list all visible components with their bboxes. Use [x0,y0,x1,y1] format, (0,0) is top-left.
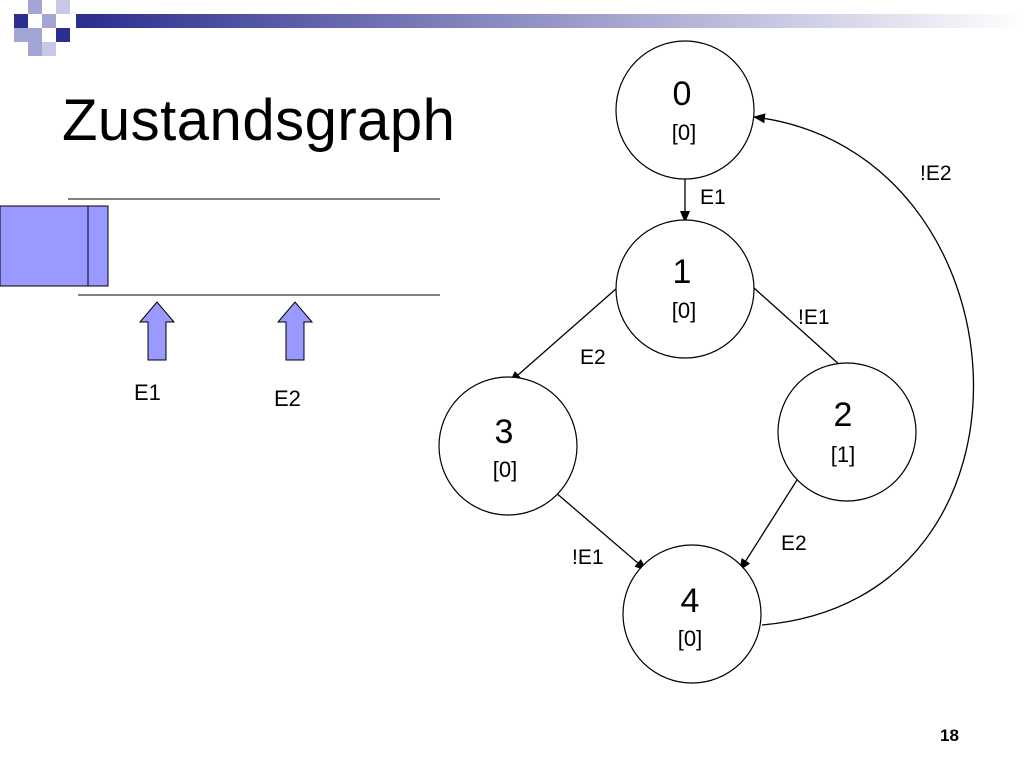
state-node-4: 4 [0] [622,544,762,684]
header-gradient-bar [76,14,1024,28]
edge-1-3 [509,287,618,383]
state-output: [0] [672,298,696,323]
edge-4-0 [753,113,975,626]
edge-label-0-1: E1 [700,186,726,209]
state-name: 0 [673,75,692,113]
sensor-e2-arrow-icon [276,301,314,361]
edge-label-4-0: !E2 [920,162,952,185]
deco-square [28,0,42,14]
slide-title: Zustandsgraph [62,88,456,153]
deco-square [56,28,70,42]
state-graph: 0 [0] 1 [0] 2 [1] 3 [0] 4 [0] E1 E2 !E1 … [438,40,975,684]
sensor-e1-arrow-icon [138,301,176,361]
state-node-1: 1 [0] [615,219,755,359]
edge-3-4 [554,491,647,571]
edge-label-3-4: !E1 [572,546,604,569]
edge-label-1-3: E2 [580,346,606,369]
state-output: [1] [831,442,855,467]
sensor-label-e1: E1 [134,380,161,405]
package-box-edge [87,205,109,287]
edge-1-2 [753,287,852,376]
header-decoration [0,0,1024,56]
conveyor-illustration [0,198,440,361]
state-output: [0] [672,120,696,145]
state-node-2: 2 [1] [777,362,917,502]
edge-label-1-2: !E1 [798,306,830,329]
page-number: 18 [940,726,959,745]
state-output: [0] [678,626,702,651]
deco-square [42,14,56,28]
package-box [0,205,89,287]
deco-square [14,14,28,28]
state-node-3: 3 [0] [438,376,578,516]
state-name: 1 [673,253,692,291]
deco-square [28,28,42,42]
state-output: [0] [493,457,517,482]
state-name: 2 [834,396,853,434]
edge-label-2-4: E2 [781,532,807,555]
deco-square [0,0,14,14]
deco-square [14,28,28,42]
edge-2-4 [739,479,798,571]
state-node-0: 0 [0] [615,40,755,180]
deco-square [56,0,70,14]
sensor-label-e2: E2 [274,386,301,411]
state-name: 3 [495,413,514,451]
state-name: 4 [681,582,700,620]
deco-square [28,42,42,56]
deco-square [42,42,56,56]
